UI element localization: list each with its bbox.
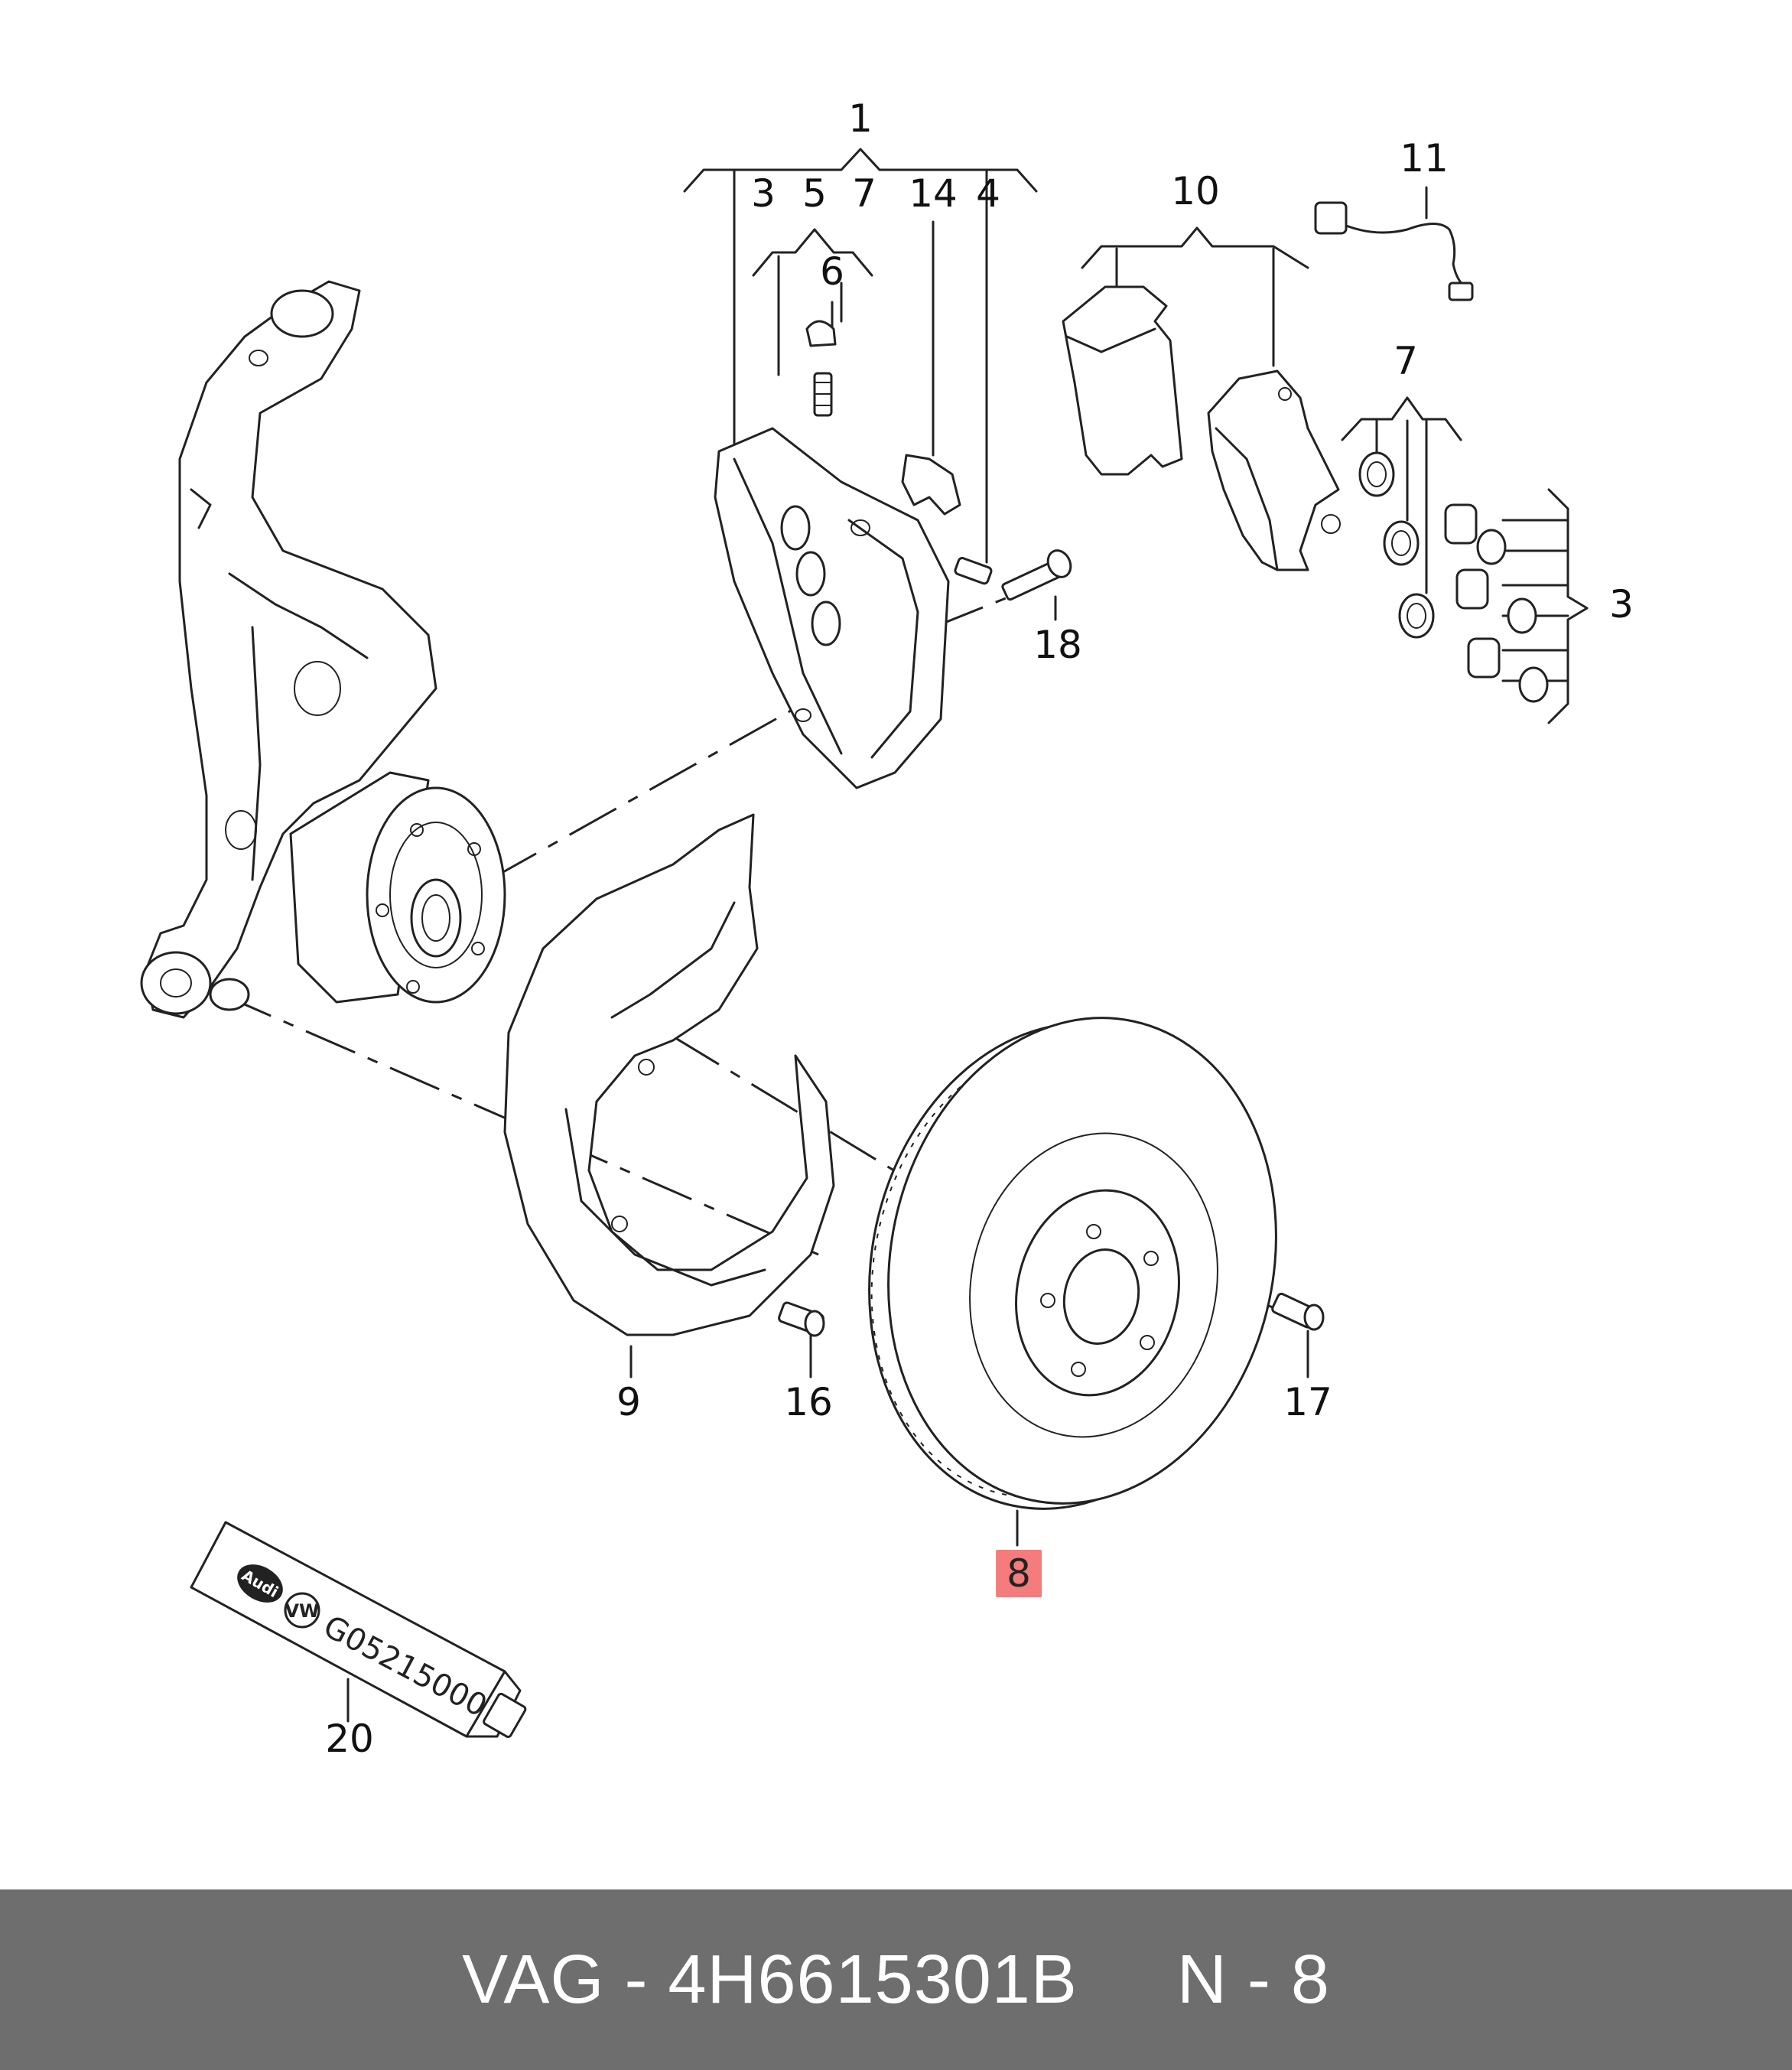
callout-1: 1 bbox=[848, 96, 873, 141]
callout-8-highlighted: 8 bbox=[996, 1550, 1042, 1597]
vw-logo: VW bbox=[285, 1600, 319, 1622]
callout-3-pistons: 3 bbox=[1609, 582, 1634, 627]
parts-diagram: Audi VW G05215000 1 3 5 7 14 4 6 10 11 7… bbox=[140, 96, 1634, 1761]
wheel-hub bbox=[289, 771, 506, 1004]
steering-knuckle bbox=[140, 280, 437, 1019]
spring-clip bbox=[901, 454, 961, 516]
callout-18: 18 bbox=[1033, 623, 1082, 667]
bolt-16 bbox=[778, 1301, 825, 1337]
brake-pad-rear bbox=[1207, 369, 1341, 571]
brake-disc bbox=[868, 1017, 1277, 1510]
callout-17: 17 bbox=[1283, 1380, 1332, 1424]
bracket-group-10 bbox=[1081, 226, 1309, 367]
bleeder-valve bbox=[805, 320, 837, 417]
dust-shield bbox=[503, 813, 835, 1336]
bolt-18 bbox=[1001, 549, 1072, 601]
caliper-seals bbox=[1358, 451, 1435, 639]
bracket-group-7-seals bbox=[1341, 396, 1462, 594]
callout-5: 5 bbox=[802, 171, 827, 216]
wear-sensor bbox=[1314, 201, 1474, 301]
callout-10: 10 bbox=[1171, 169, 1220, 213]
callout-16: 16 bbox=[784, 1380, 833, 1424]
part-number-footer: VAG - 4H6615301B N - 8 bbox=[0, 1889, 1792, 2070]
caliper-pistons bbox=[1444, 503, 1549, 703]
brake-caliper bbox=[714, 427, 950, 789]
brake-pad-front bbox=[1062, 285, 1183, 476]
callout-6: 6 bbox=[820, 249, 844, 294]
bolt-4 bbox=[954, 557, 993, 585]
callout-3: 3 bbox=[751, 171, 776, 216]
grease-tube: Audi VW G05215000 bbox=[190, 1521, 527, 1738]
callout-11: 11 bbox=[1400, 136, 1449, 181]
bolt-17 bbox=[1271, 1292, 1325, 1331]
callout-7-seals: 7 bbox=[1394, 339, 1418, 383]
callout-7: 7 bbox=[852, 171, 876, 216]
bracket-group-1 bbox=[683, 148, 1038, 564]
callout-4: 4 bbox=[976, 171, 1000, 216]
callout-9: 9 bbox=[616, 1380, 641, 1424]
callout-14: 14 bbox=[909, 171, 958, 216]
part-number-text: VAG - 4H6615301B N - 8 bbox=[462, 1941, 1330, 2018]
callout-20: 20 bbox=[325, 1717, 374, 1761]
